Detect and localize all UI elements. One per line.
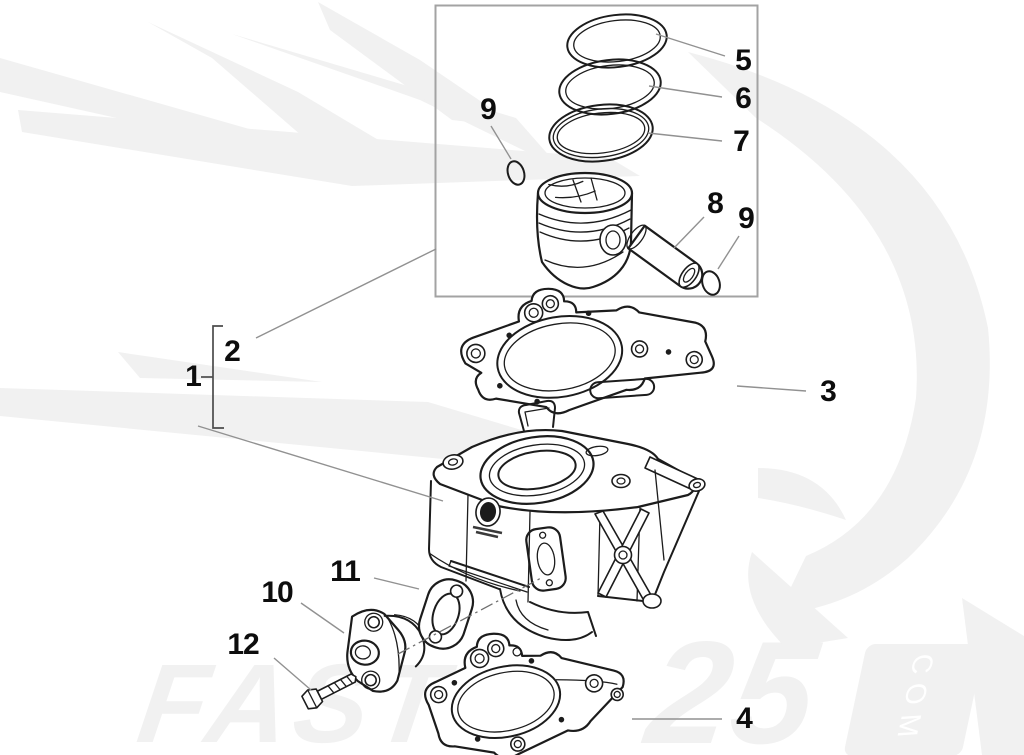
top-piston-ring [566, 13, 668, 69]
callout-9-left: 9 [480, 93, 497, 126]
circlip-left [506, 160, 526, 186]
cylinder-water-port [525, 526, 567, 592]
piston [535, 171, 634, 290]
cylinder [428, 399, 706, 642]
second-piston-ring [558, 58, 662, 116]
callout-1: 1 [185, 360, 202, 393]
flange-bolt [301, 673, 357, 710]
callout-7: 7 [733, 125, 750, 158]
callout-6: 6 [735, 82, 752, 115]
head-gasket [460, 287, 715, 415]
casting-mark [472, 525, 503, 539]
leader-lines [197, 33, 807, 720]
piston-kit-inset-box [434, 4, 759, 298]
circlip-right [701, 270, 721, 296]
callout-4: 4 [736, 702, 753, 735]
oil-scraper-ring [548, 103, 654, 163]
callout-9-right: 9 [738, 202, 755, 235]
callout-10: 10 [261, 576, 293, 609]
callout-12: 12 [227, 628, 259, 661]
callout-8: 8 [707, 187, 724, 220]
callout-11: 11 [330, 555, 361, 588]
piston-pin [626, 224, 704, 290]
base-gasket [424, 632, 625, 755]
callout-5: 5 [735, 44, 752, 77]
assembly-bracket [201, 325, 224, 429]
callout-3: 3 [820, 375, 837, 408]
outlet-flange-gasket [417, 578, 475, 650]
callout-2: 2 [224, 335, 241, 368]
cylinder-bore [479, 435, 595, 505]
